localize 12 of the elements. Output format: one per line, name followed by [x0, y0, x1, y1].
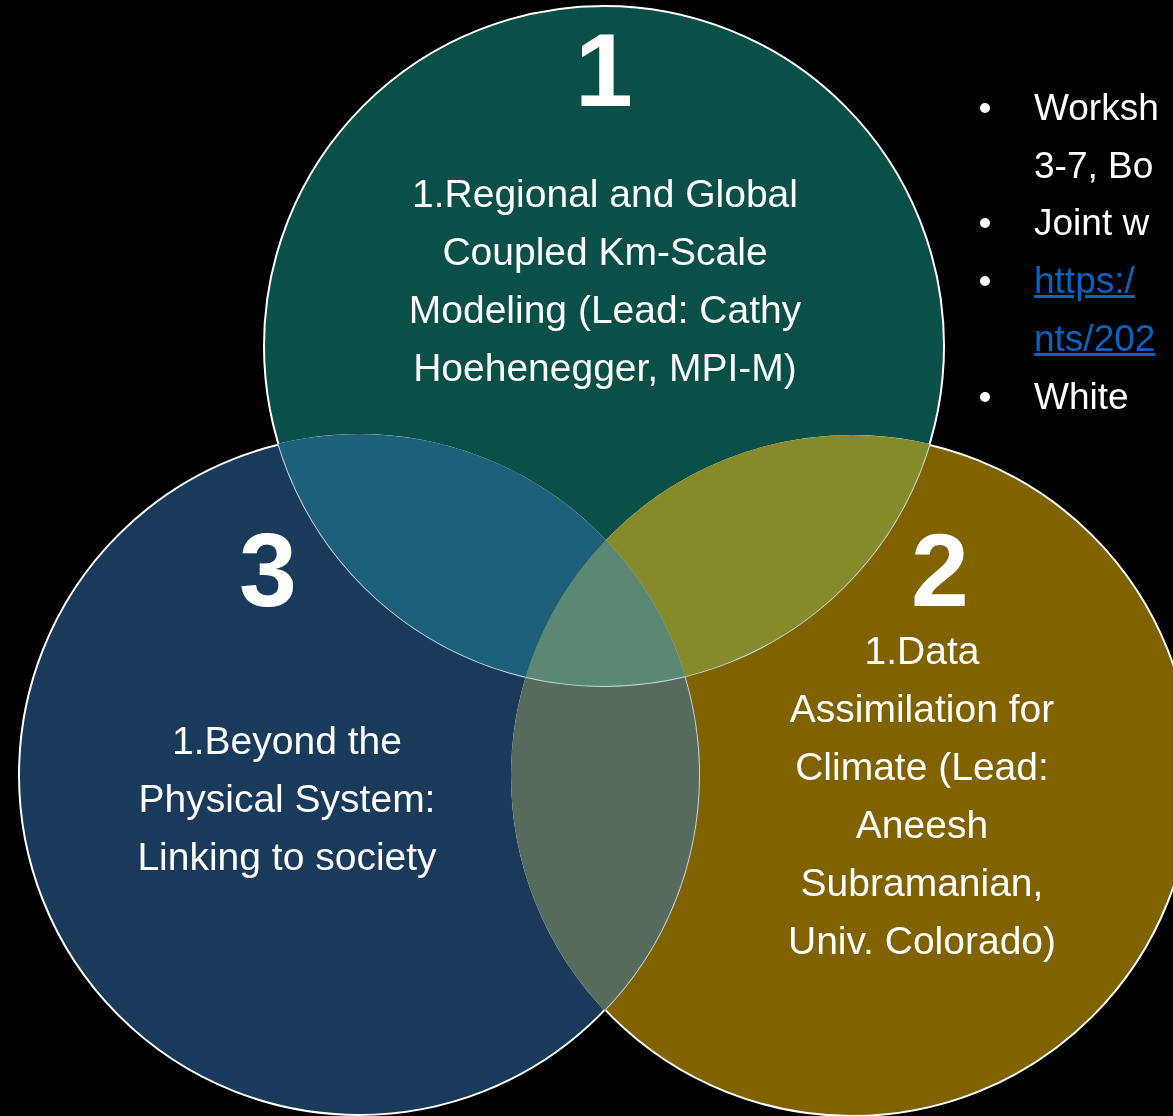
link: nts/202: [1034, 319, 1156, 359]
circle-number: 1: [574, 15, 634, 125]
link: https:/: [1034, 261, 1135, 301]
circle-text: 1.Regional and Global Coupled Km-Scale Modeling (Lead: Cathy Hoehenegger, MPI-M): [407, 171, 803, 391]
circle-text: 1.Data Assimilation for Climate (Lead: Aneesh Subramanian, Univ. Colorado): [786, 628, 1058, 964]
circle-number: 2: [910, 515, 970, 625]
note-text: Worksh: [1034, 88, 1159, 128]
note-text: White: [1034, 377, 1129, 417]
circle-text: 1.Beyond the Physical System: Linking to society: [136, 718, 438, 880]
note-text: 3-7, Bo: [1034, 146, 1154, 186]
circle-number: 3: [238, 515, 298, 625]
note-text: Joint w: [1034, 203, 1150, 243]
